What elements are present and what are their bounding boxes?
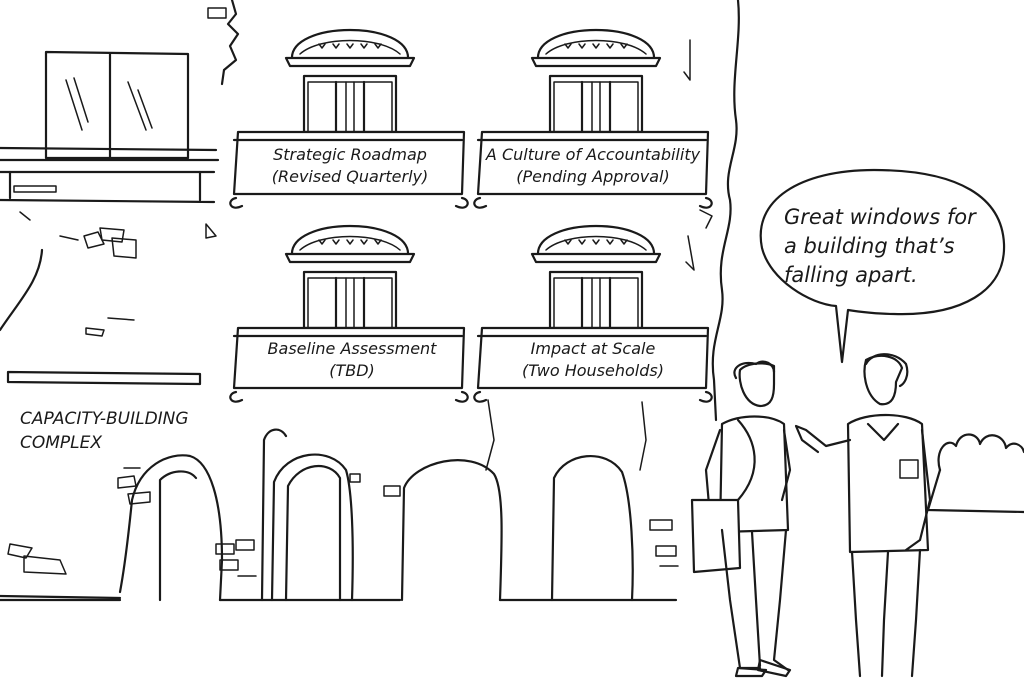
speech-bubble: Great windows for a building that’s fall… [759, 168, 1006, 364]
sign-line2: (Pending Approval) [516, 167, 669, 186]
left-ruined-wing [0, 0, 240, 386]
window [530, 224, 662, 330]
window [530, 28, 662, 134]
ruined-arches [0, 399, 679, 602]
caption-line2: COMPLEX [20, 433, 102, 453]
sign-baseline-assessment: Baseline Assessment (TBD) [229, 326, 469, 403]
sign-line1: A Culture of Accountability [485, 145, 701, 164]
window [284, 28, 416, 134]
bubble-line3: falling apart. [784, 263, 918, 287]
bubble-line2: a building that’s [784, 234, 955, 258]
person-right [794, 353, 932, 678]
bubble-line1: Great windows for [784, 205, 977, 229]
building-caption: CAPACITY-BUILDING COMPLEX [20, 409, 189, 453]
sign-line2: (Two Households) [522, 361, 664, 380]
sign-line1: Strategic Roadmap [273, 145, 427, 164]
sign-line1: Baseline Assessment [268, 339, 438, 358]
person-left [690, 360, 792, 678]
sign-impact-at-scale: Impact at Scale (Two Households) [473, 326, 713, 403]
sign-strategic-roadmap: Strategic Roadmap (Revised Quarterly) [229, 130, 469, 209]
sign-line2: (TBD) [329, 361, 375, 380]
shrubs [926, 433, 1024, 514]
caption-line1: CAPACITY-BUILDING [20, 409, 189, 429]
windows-group [284, 28, 662, 330]
sign-line1: Impact at Scale [531, 339, 656, 358]
building-facade [683, 0, 740, 422]
sign-line2: (Revised Quarterly) [272, 167, 429, 186]
window [284, 224, 416, 330]
sign-culture-of-accountability: A Culture of Accountability (Pending App… [473, 130, 713, 209]
